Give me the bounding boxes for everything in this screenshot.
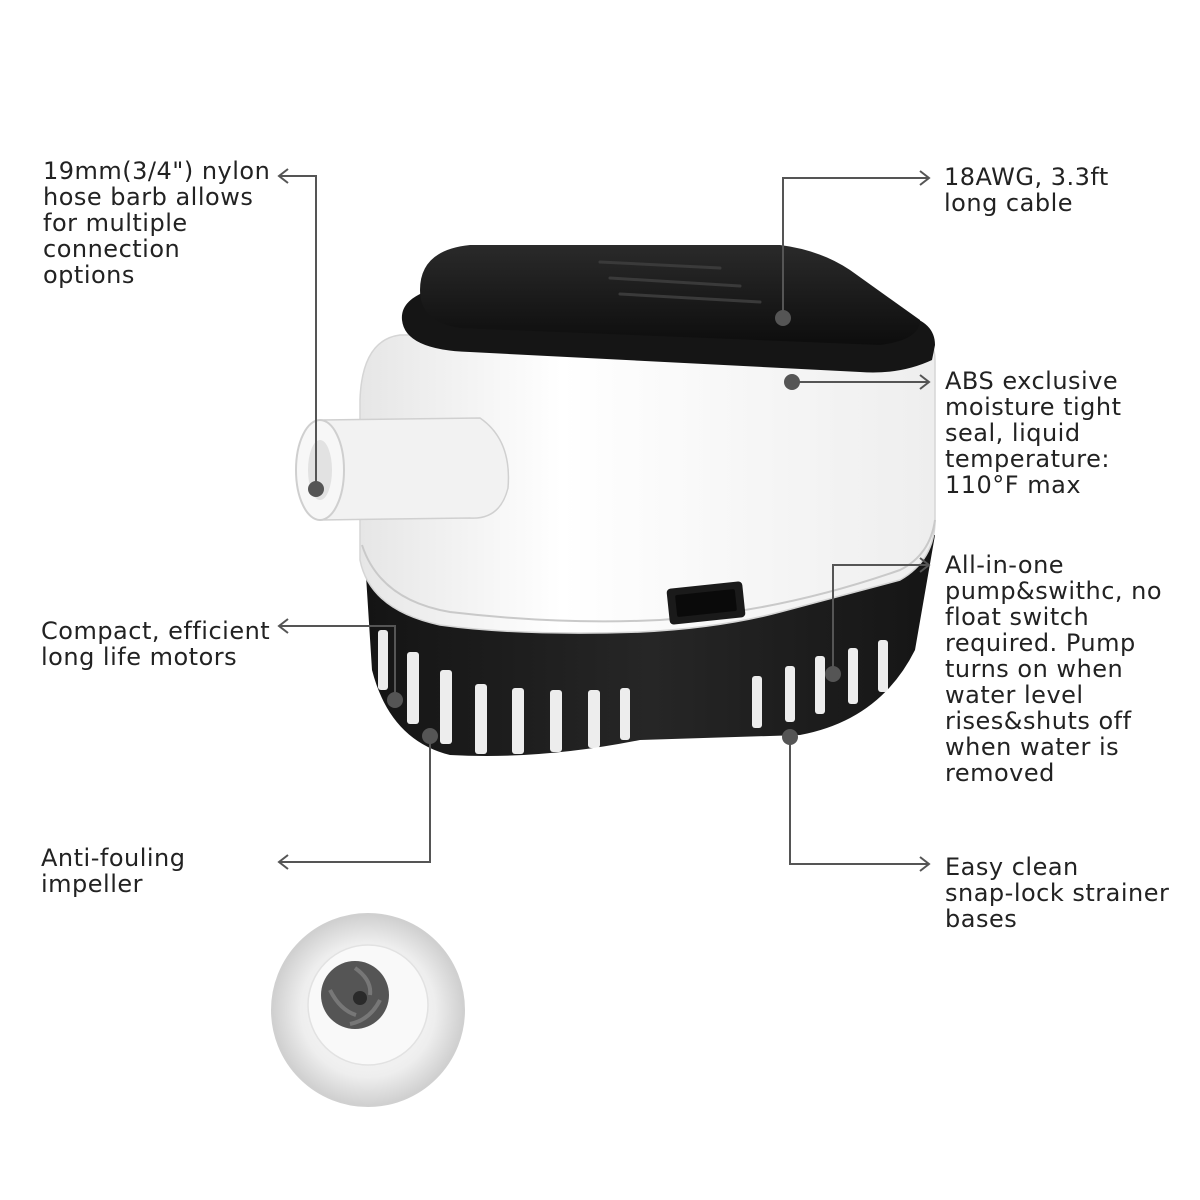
annotation-motors: Compact, efficient long life motors bbox=[41, 618, 270, 670]
leader-dots bbox=[308, 310, 841, 745]
hose-barb-outlet bbox=[319, 417, 510, 521]
annotation-line: rises&shuts off bbox=[945, 707, 1132, 735]
annotation-hose-barb: 19mm(3/4") nylon hose barb allows for mu… bbox=[43, 158, 270, 288]
annotation-line: required. Pump bbox=[945, 629, 1136, 657]
annotation-line: Compact, efficient bbox=[41, 617, 271, 645]
pump-lid bbox=[420, 245, 920, 345]
annotation-line: long life motors bbox=[41, 643, 238, 671]
annotation-line: connection bbox=[43, 235, 181, 263]
base-vents-right bbox=[752, 640, 888, 728]
annotation-line: removed bbox=[945, 759, 1055, 787]
annotation-line: turns on when bbox=[945, 655, 1124, 683]
base-vents-left bbox=[378, 630, 630, 754]
annotation-impeller: Anti-fouling impeller bbox=[41, 845, 186, 897]
annotation-line: Anti-fouling bbox=[41, 844, 186, 872]
annotation-line: moisture tight bbox=[945, 393, 1122, 421]
annotation-line: impeller bbox=[41, 870, 144, 898]
annotation-line: hose barb allows bbox=[43, 183, 254, 211]
annotation-line: ABS exclusive bbox=[945, 367, 1119, 395]
annotation-line: 19mm(3/4") nylon bbox=[43, 157, 271, 185]
annotation-line: bases bbox=[945, 905, 1018, 933]
annotation-line: snap-lock strainer bbox=[945, 879, 1170, 907]
annotation-cable: 18AWG, 3.3ft long cable bbox=[944, 164, 1109, 216]
annotation-line: temperature: bbox=[945, 445, 1110, 473]
annotation-line: Easy clean bbox=[945, 853, 1079, 881]
annotation-switch: All-in-one pump&swithc, no float switch … bbox=[945, 552, 1162, 786]
annotation-line: 110°F max bbox=[945, 471, 1082, 499]
annotation-seal: ABS exclusive moisture tight seal, liqui… bbox=[945, 368, 1122, 498]
annotation-line: pump&swithc, no bbox=[945, 577, 1163, 605]
annotation-line: options bbox=[43, 261, 135, 289]
annotation-line: when water is bbox=[945, 733, 1120, 761]
bilge-pump-illustration bbox=[295, 245, 936, 756]
annotation-line: long cable bbox=[944, 189, 1073, 217]
leader-lines bbox=[277, 168, 931, 872]
annotation-strainer: Easy clean snap-lock strainer bases bbox=[945, 854, 1169, 932]
annotation-line: 18AWG, 3.3ft bbox=[944, 163, 1109, 191]
annotation-line: float switch bbox=[945, 603, 1090, 631]
lid-embossing bbox=[598, 260, 762, 304]
annotation-line: for multiple bbox=[43, 209, 188, 237]
impeller-illustration bbox=[271, 913, 465, 1107]
annotation-line: water level bbox=[945, 681, 1084, 709]
annotation-line: seal, liquid bbox=[945, 419, 1081, 447]
body-seam bbox=[361, 519, 936, 623]
annotation-line: All-in-one bbox=[945, 551, 1065, 579]
